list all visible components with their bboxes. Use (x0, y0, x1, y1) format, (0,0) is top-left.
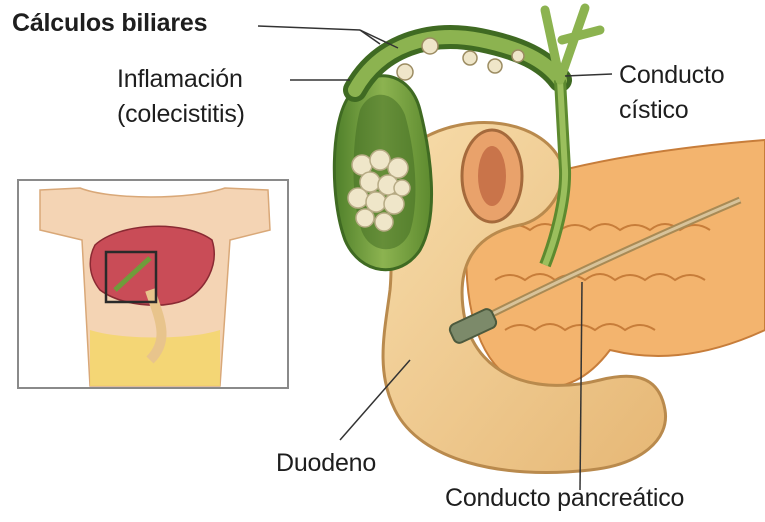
locator-inset (18, 180, 288, 388)
gallbladder (334, 76, 431, 270)
label-cholecystitis: (colecistitis) (117, 99, 245, 129)
label-gallstones: Cálculos biliares (12, 8, 207, 38)
label-inflammation: Inflamación (117, 64, 243, 94)
label-pancreatic-duct: Conducto pancreático (445, 483, 684, 513)
label-cystic-duct-line1: Conducto (619, 60, 724, 90)
label-duodenum: Duodeno (276, 448, 376, 478)
label-cystic-duct-line2: cístico (619, 95, 688, 125)
